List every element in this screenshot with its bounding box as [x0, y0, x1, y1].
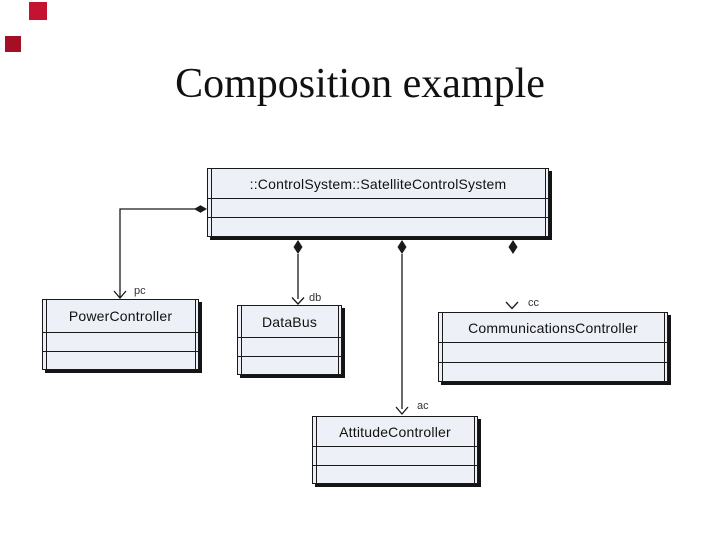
red-square-decor-bottom	[5, 36, 21, 52]
red-square-decor-top	[29, 2, 47, 20]
class-name-compartment: AttitudeController	[313, 417, 477, 446]
class-name-compartment: CommunicationsController	[439, 313, 667, 342]
class-name-compartment: DataBus	[238, 306, 341, 337]
link-label-db: db	[309, 292, 322, 304]
operations-compartment	[313, 464, 477, 484]
class-box-satellite-control-system: ::ControlSystem::SatelliteControlSystem	[207, 168, 549, 237]
attributes-compartment	[208, 198, 548, 217]
pc-link-line	[119, 208, 196, 297]
class-name: AttitudeController	[339, 423, 451, 440]
slide-title: Composition example	[175, 61, 545, 107]
class-box-communications-controller: CommunicationsController	[438, 312, 668, 382]
class-name-compartment: PowerController	[43, 300, 198, 332]
link-label-cc: cc	[528, 297, 539, 309]
db-composition-diamond-icon	[293, 240, 303, 254]
class-name: DataBus	[261, 313, 318, 330]
attributes-compartment	[238, 337, 341, 356]
cc-open-arrowhead-icon	[505, 301, 519, 310]
class-name: PowerController	[68, 308, 173, 324]
ac-open-arrowhead-icon	[395, 406, 409, 415]
class-name-compartment: ::ControlSystem::SatelliteControlSystem	[208, 169, 548, 198]
class-name: ::ControlSystem::SatelliteControlSystem	[249, 175, 507, 192]
class-name: CommunicationsController	[468, 319, 638, 336]
attributes-compartment	[43, 332, 198, 351]
db-open-arrowhead-icon	[291, 297, 305, 305]
ac-composition-diamond-icon	[397, 240, 407, 254]
class-box-attitude-controller: AttitudeController	[312, 416, 478, 484]
cc-composition-diamond-icon	[508, 240, 518, 254]
link-label-ac: ac	[417, 400, 429, 412]
link-label-pc: pc	[134, 285, 146, 297]
operations-compartment	[208, 217, 548, 236]
attributes-compartment	[313, 446, 477, 465]
operations-compartment	[439, 361, 667, 382]
attributes-compartment	[439, 342, 667, 362]
pc-open-arrowhead-icon	[113, 290, 127, 299]
class-box-data-bus: DataBus	[237, 305, 342, 375]
class-box-power-controller: PowerController	[42, 299, 199, 370]
pc-composition-diamond-icon	[194, 205, 207, 213]
operations-compartment	[43, 350, 198, 370]
operations-compartment	[238, 355, 341, 375]
